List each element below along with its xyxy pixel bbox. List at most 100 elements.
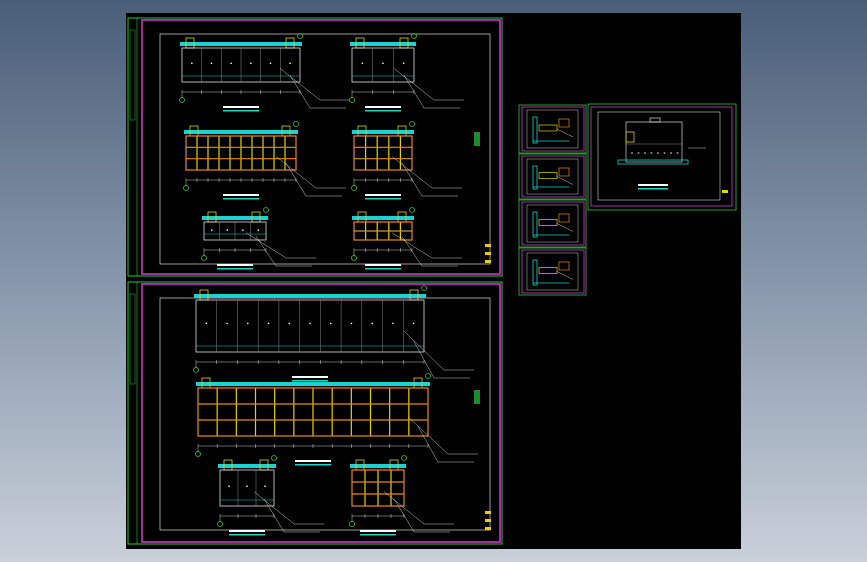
detail-inner-border (521, 201, 585, 246)
detail-frame (526, 252, 579, 291)
elevation-view (179, 33, 350, 112)
title-underline (638, 188, 668, 190)
panel-point (402, 62, 405, 65)
grid-bubble (409, 207, 415, 213)
hatch-dot (670, 152, 672, 154)
title-underline (365, 268, 401, 270)
detail-inner-border (521, 106, 585, 152)
leader-line (245, 232, 287, 259)
panel-point (309, 322, 311, 325)
detail-inner-border (521, 249, 585, 294)
leader-line (253, 491, 295, 525)
stamp-mark (474, 390, 480, 404)
note-mark (485, 260, 491, 263)
note-mark (485, 252, 491, 255)
panel-point (257, 229, 260, 231)
sheet-1-stamp (474, 132, 491, 263)
title-bar (360, 530, 396, 532)
panel-point (267, 322, 270, 325)
title-bar (365, 194, 401, 196)
panel-point (412, 322, 415, 325)
top-slab (184, 130, 298, 134)
detail-sheet-5 (587, 103, 737, 211)
detail-inner-border (521, 155, 585, 198)
elevation-view (193, 285, 474, 382)
leader-line (279, 68, 321, 101)
leader-line (383, 491, 425, 525)
title-underline (295, 464, 331, 466)
hatch-dot (663, 152, 666, 154)
grid-bubble (411, 33, 417, 39)
detail-sheet-1 (518, 104, 587, 154)
top-slab (180, 42, 302, 46)
detail-leader (556, 128, 574, 138)
title-bar (365, 106, 401, 108)
title-underline (223, 198, 259, 200)
grid-bubble (297, 33, 303, 39)
detail-wall (532, 165, 538, 190)
top-slab (350, 42, 416, 46)
panel-point (329, 322, 332, 325)
detail-frame (526, 109, 579, 149)
drawing-area[interactable] (126, 13, 741, 549)
leader-line (407, 416, 449, 455)
leader-line (255, 236, 277, 267)
panel-point (269, 62, 272, 65)
panel-outline (195, 299, 425, 353)
detail-leader (556, 223, 574, 232)
sheet-1 (127, 17, 503, 277)
detail-leader (556, 271, 574, 280)
insulation-zone (625, 143, 683, 163)
detail-sheets (518, 103, 737, 296)
detail-profile (538, 219, 558, 226)
detail-bracket (558, 261, 570, 271)
elevation-view (349, 33, 464, 112)
detail-outer-border (518, 199, 587, 248)
sheet-1-outer-border (127, 17, 503, 277)
leader-line (289, 75, 311, 109)
top-slab (202, 216, 268, 220)
detail-outer-border (587, 103, 737, 211)
detail-sheet-3 (518, 199, 587, 248)
panel-point (205, 322, 208, 325)
grid-bubble (409, 121, 415, 127)
detail-wall (532, 259, 538, 286)
panel-point (288, 322, 291, 325)
title-underline (223, 110, 259, 112)
title-bar (223, 194, 259, 196)
panel-point (264, 485, 266, 488)
frame-outline (351, 469, 405, 507)
note-mark (485, 244, 491, 247)
sheet-2 (127, 281, 503, 545)
top-slab (194, 294, 426, 298)
panel-point (361, 62, 364, 65)
sheet-1-inner-border (141, 19, 501, 275)
sheet-1-frame (159, 33, 491, 265)
panel-point (289, 62, 291, 65)
title-underline (292, 380, 328, 382)
panel-point (371, 322, 373, 325)
hatch-dot (631, 152, 633, 154)
panel-point (247, 322, 249, 325)
title-underline (229, 534, 265, 536)
elevation-view (201, 207, 316, 270)
panel-point (246, 485, 248, 488)
detail-profile (538, 267, 558, 274)
grid-bubble (421, 285, 427, 291)
elevation-view (195, 373, 478, 466)
leader-line (413, 341, 435, 379)
grid-bubble (293, 121, 299, 127)
top-slab (218, 464, 276, 468)
elevation-view (351, 207, 462, 270)
detail-sheet-2 (518, 153, 587, 200)
hatch-dot (676, 152, 679, 154)
title-underline (365, 110, 401, 112)
sheet-2-side-title-block (129, 293, 136, 385)
title-underline (217, 268, 253, 270)
detail-outer-border (518, 104, 587, 154)
leader-line (391, 156, 433, 189)
grid-bubble (401, 455, 407, 461)
detail-bracket (558, 213, 570, 223)
detail-frame (526, 204, 579, 243)
